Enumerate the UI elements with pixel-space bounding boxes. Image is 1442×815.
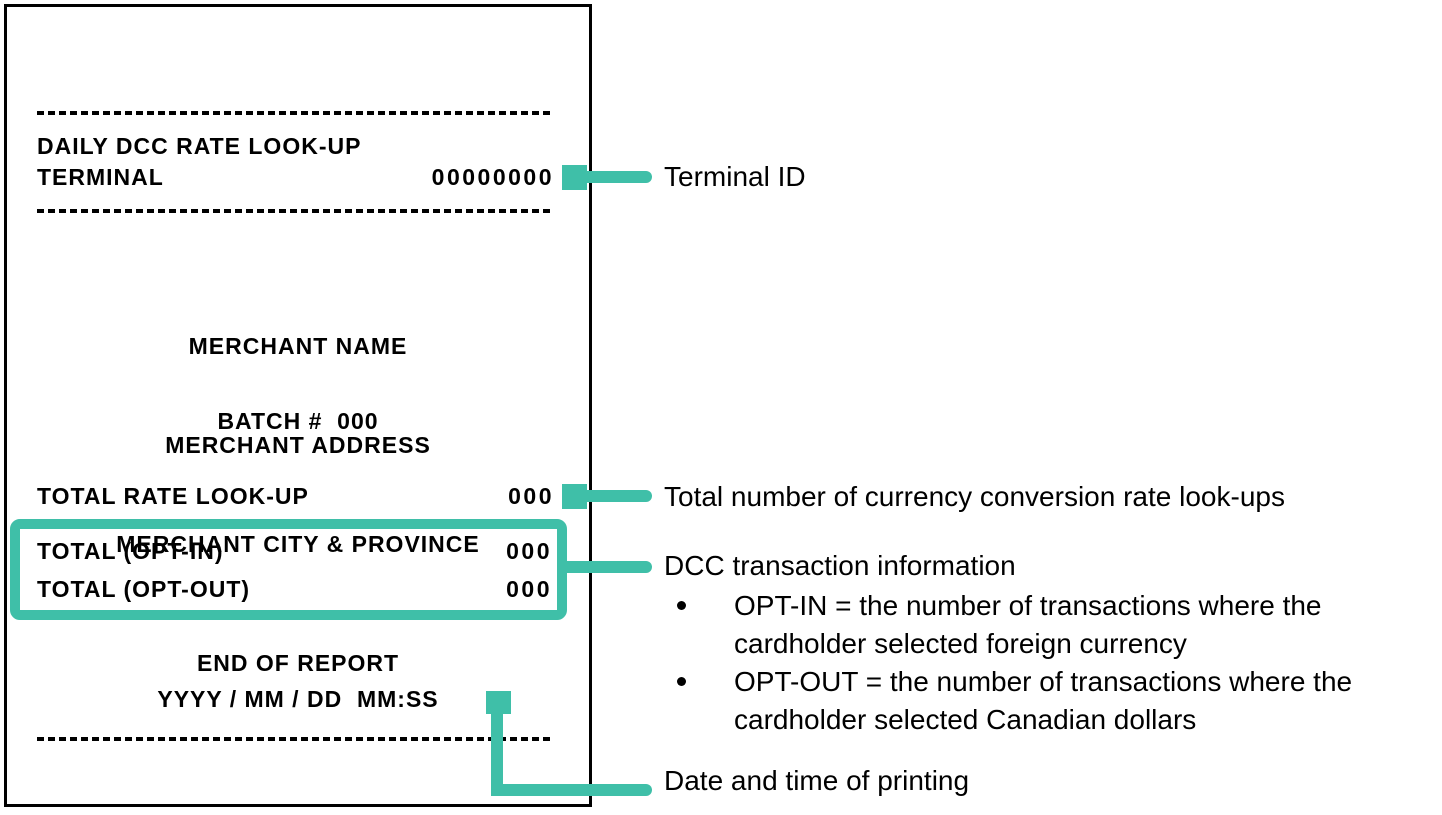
merchant-city-province: MERCHANT CITY & PROVINCE: [116, 531, 480, 557]
merchant-block: MERCHANT NAME MERCHANT ADDRESS MERCHANT …: [7, 264, 589, 627]
terminal-value: 00000000: [431, 164, 554, 190]
dcc-highlight-box: TOTAL (OPT-IN) 000 TOTAL (OPT-OUT) 000: [10, 519, 567, 620]
dcc-bullet-list: OPT-IN = the number of transactions wher…: [677, 587, 1417, 739]
total-rate-value: 000: [508, 483, 554, 509]
batch-line: BATCH # 000: [217, 408, 379, 434]
receipt-panel: DAILY DCC RATE LOOK-UP TERMINAL 00000000…: [4, 4, 592, 807]
callout-square-datetime-icon: [486, 691, 511, 714]
label-total-rate: Total number of currency conversion rate…: [664, 481, 1285, 512]
datetime-line: YYYY / MM / DD MM:SS: [157, 686, 439, 712]
opt-out-label: TOTAL (OPT-OUT): [37, 576, 251, 602]
bullet-icon: [677, 601, 686, 610]
opt-in-row: TOTAL (OPT-IN) 000: [37, 538, 552, 564]
bullet-opt-out-line2: cardholder selected Canadian dollars: [734, 704, 1197, 735]
bullet-opt-out-line1: OPT-OUT = the number of transactions whe…: [734, 666, 1353, 697]
opt-out-value: 000: [506, 576, 552, 602]
callout-square-terminal-icon: [562, 165, 587, 190]
total-rate-row: TOTAL RATE LOOK-UP 000: [37, 483, 554, 509]
list-item: OPT-OUT = the number of transactions whe…: [677, 663, 1417, 739]
callout-line-dcc: [560, 561, 652, 573]
callout-line-datetime: [491, 784, 652, 796]
bullet-opt-in-line1: OPT-IN = the number of transactions wher…: [734, 590, 1322, 621]
callout-line-total-rate: [585, 490, 652, 502]
terminal-row: TERMINAL 00000000: [37, 164, 554, 190]
bullet-icon: [677, 677, 686, 686]
label-terminal-id: Terminal ID: [664, 161, 806, 192]
bullet-opt-in-line2: cardholder selected foreign currency: [734, 628, 1187, 659]
list-item: OPT-IN = the number of transactions wher…: [677, 587, 1417, 663]
label-dcc-title: DCC transaction information: [664, 550, 1016, 581]
merchant-address: MERCHANT ADDRESS: [165, 432, 431, 458]
label-datetime: Date and time of printing: [664, 765, 970, 796]
opt-out-row: TOTAL (OPT-OUT) 000: [37, 576, 552, 602]
total-rate-label: TOTAL RATE LOOK-UP: [37, 483, 309, 509]
end-of-report-line: END OF REPORT: [196, 650, 400, 676]
bullet-opt-out-text: OPT-OUT = the number of transactions whe…: [734, 663, 1352, 739]
opt-in-value: 000: [506, 538, 552, 564]
callout-elbow-vertical-datetime: [491, 710, 503, 796]
merchant-name: MERCHANT NAME: [188, 333, 408, 359]
callout-line-terminal: [585, 171, 652, 183]
receipt-title: DAILY DCC RATE LOOK-UP: [37, 133, 362, 159]
bullet-opt-in-text: OPT-IN = the number of transactions wher…: [734, 587, 1322, 663]
callout-square-total-rate-icon: [562, 484, 587, 509]
dashed-divider-header: [37, 209, 554, 213]
dashed-divider-top: [37, 111, 554, 115]
opt-in-label: TOTAL (OPT-IN): [37, 538, 224, 564]
dashed-divider-bottom: [37, 737, 554, 741]
terminal-label: TERMINAL: [37, 164, 164, 190]
